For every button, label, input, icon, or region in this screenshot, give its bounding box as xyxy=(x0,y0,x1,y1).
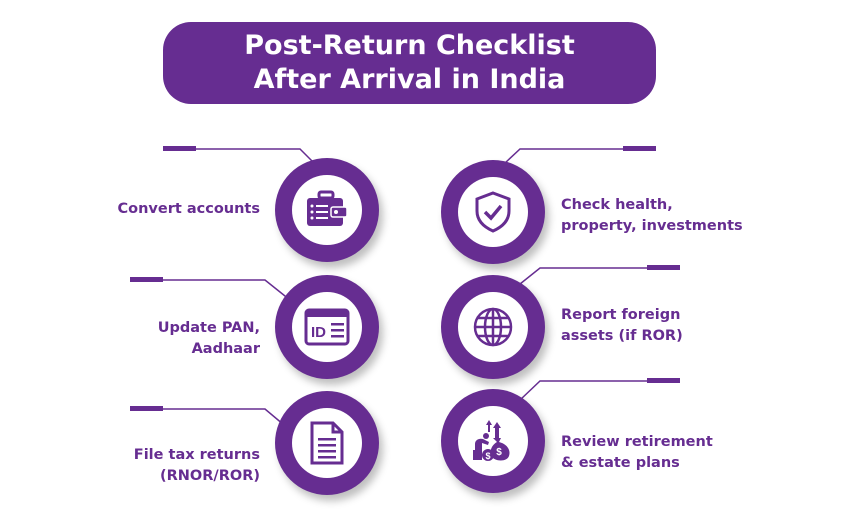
globe-icon xyxy=(473,307,513,347)
label-line: (RNOR/ROR) xyxy=(160,468,260,484)
label-line: Check health, xyxy=(561,197,673,213)
title-banner: Post-Return Checklist After Arrival in I… xyxy=(163,22,656,104)
svg-text:ID: ID xyxy=(311,324,326,341)
id-card-icon: ID xyxy=(304,308,350,346)
step-label-report-assets: Report foreign assets (if ROR) xyxy=(561,305,801,347)
step-circle-update-pan: ID xyxy=(275,275,379,379)
label-line: Convert accounts xyxy=(117,201,261,217)
shield-check-icon xyxy=(475,191,511,233)
label-line: & estate plans xyxy=(561,455,680,471)
retirement-money-icon: $ $ xyxy=(473,420,510,461)
document-icon xyxy=(310,421,344,465)
svg-text:$: $ xyxy=(485,451,490,461)
svg-text:$: $ xyxy=(496,447,502,458)
step-circle-report-assets xyxy=(441,275,545,379)
title-line-1: Post-Return Checklist xyxy=(244,30,575,61)
step-circle-review-retirement: $ $ xyxy=(441,389,545,493)
step-circle-check-health xyxy=(441,160,545,264)
step-label-convert-accounts: Convert accounts xyxy=(40,199,261,220)
wallet-icon xyxy=(307,190,348,226)
step-label-check-health: Check health, property, investments xyxy=(561,195,801,237)
label-line: Report foreign xyxy=(561,307,681,323)
label-line: Update PAN, xyxy=(157,320,260,336)
step-label-update-pan: Update PAN, Aadhaar xyxy=(40,318,260,360)
step-circle-file-tax xyxy=(275,391,379,495)
label-line: assets (if ROR) xyxy=(561,328,683,344)
label-line: File tax returns xyxy=(133,447,260,463)
title-line-2: After Arrival in India xyxy=(253,64,566,95)
step-label-review-retirement: Review retirement & estate plans xyxy=(561,432,801,474)
label-line: property, investments xyxy=(561,218,743,234)
label-line: Review retirement xyxy=(561,434,713,450)
label-line: Aadhaar xyxy=(191,341,260,357)
step-label-file-tax: File tax returns (RNOR/ROR) xyxy=(40,445,260,487)
step-circle-convert-accounts xyxy=(275,158,379,262)
